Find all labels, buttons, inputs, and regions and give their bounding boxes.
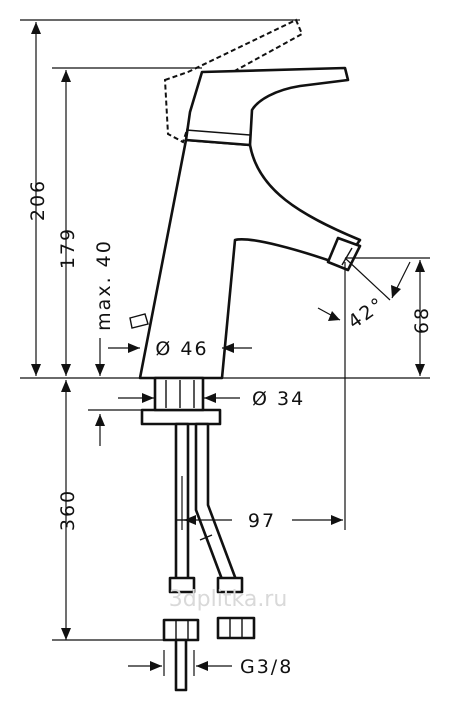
label-thread: G3/8 bbox=[240, 656, 293, 678]
label-42-deg: 42° bbox=[344, 293, 389, 334]
nut-right bbox=[216, 616, 256, 640]
label-base-diameter: Ø 46 bbox=[155, 338, 208, 360]
coupling-right bbox=[216, 576, 244, 594]
watermark: 3dplitka.ru bbox=[169, 587, 288, 612]
popup-rod bbox=[129, 313, 149, 329]
aerator bbox=[326, 236, 362, 272]
dim-hose-length: 360 bbox=[52, 380, 168, 641]
label-360: 360 bbox=[57, 489, 79, 531]
nut-left bbox=[162, 618, 200, 642]
dim-outlet-height: 68 bbox=[411, 260, 433, 376]
label-shank-diameter: Ø 34 bbox=[252, 388, 305, 410]
dim-thread: G3/8 bbox=[128, 650, 293, 678]
dim-max-clearance: max. 40 bbox=[93, 239, 115, 376]
label-68: 68 bbox=[411, 306, 433, 334]
label-179: 179 bbox=[57, 227, 79, 269]
shank bbox=[153, 376, 205, 412]
hose-right bbox=[194, 422, 240, 592]
coupling-left bbox=[168, 576, 196, 594]
hose-left-tail bbox=[174, 638, 188, 692]
lever-open-position bbox=[163, 18, 304, 144]
dim-spout-reach: 97 bbox=[181, 262, 346, 532]
lever-closed bbox=[184, 66, 350, 147]
dim-base-diameter: Ø 46 bbox=[108, 338, 252, 360]
dim-spout-height: 179 bbox=[52, 67, 202, 376]
faucet-body bbox=[129, 18, 362, 426]
label-max-40: max. 40 bbox=[93, 239, 115, 331]
base-plate bbox=[140, 408, 222, 426]
dim-shank-diameter: Ø 34 bbox=[118, 388, 305, 410]
supply-hoses bbox=[162, 422, 256, 692]
label-206: 206 bbox=[27, 179, 49, 221]
dim-total-height: 206 bbox=[20, 19, 300, 376]
label-97: 97 bbox=[248, 510, 276, 532]
